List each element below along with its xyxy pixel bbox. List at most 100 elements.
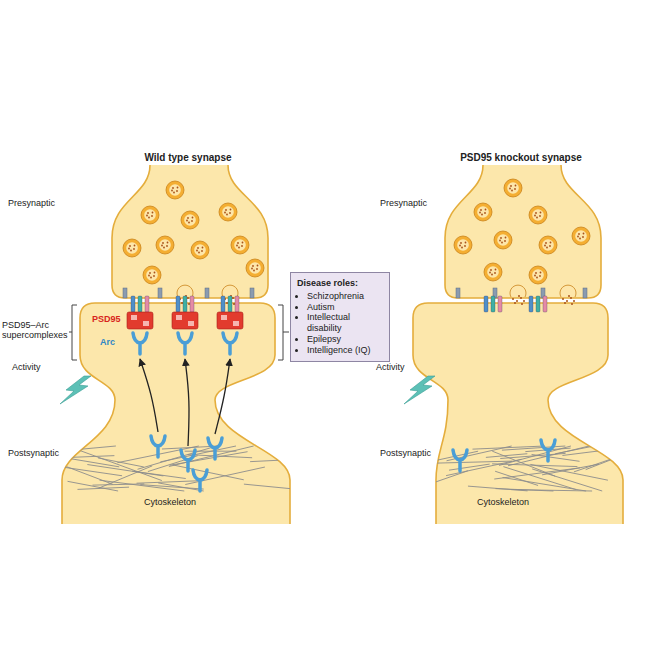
neurotransmitter-dot (186, 220, 188, 222)
bracket-label: PSD95–Arc supercomplexes (2, 320, 69, 341)
wild-type-synapse (45, 165, 314, 524)
neurotransmitter-dot (549, 245, 551, 247)
box-heading: Disease roles: (297, 278, 383, 289)
panel-title: PSD95 knockout synapse (441, 152, 601, 164)
arc-protein (208, 438, 222, 459)
vesicle-lumen (532, 269, 544, 281)
actin-filament (468, 486, 528, 491)
neurotransmitter-dot (253, 270, 255, 272)
vesicle-lumen (184, 214, 196, 226)
trafficking-arrow (185, 359, 189, 446)
panel-title: Wild type synapse (108, 152, 268, 164)
released-transmitter (187, 297, 189, 299)
actin-filament (68, 481, 119, 491)
neurotransmitter-dot (162, 242, 164, 244)
actin-filament (495, 471, 538, 485)
neurotransmitter-dot (514, 188, 516, 190)
psd95-block (172, 312, 198, 329)
receptor-cluster (131, 296, 149, 312)
neurotransmitter-dot (172, 187, 174, 189)
trafficking-arrow (215, 359, 230, 434)
vesicle-lumen (194, 244, 206, 256)
actin-filament (425, 451, 479, 463)
receptor (145, 296, 149, 312)
released-transmitter (573, 300, 575, 302)
synaptic-vesicle (494, 231, 512, 249)
neurotransmitter-dot (241, 245, 243, 247)
neurotransmitter-dot (202, 247, 204, 249)
actin-filament (562, 448, 622, 456)
receptor (536, 296, 540, 312)
neurotransmitter-dot (583, 233, 585, 235)
receptor (131, 296, 135, 312)
neurotransmitter-dot (582, 236, 584, 238)
neurotransmitter-dot (151, 215, 153, 217)
arc-protein (133, 333, 147, 354)
actin-filament (486, 454, 527, 458)
vesicle-lumen (234, 239, 246, 251)
receptor (138, 296, 142, 312)
actin-filament (67, 467, 113, 485)
neurotransmitter-dot (226, 214, 228, 216)
vesicle-membrane (143, 266, 161, 284)
presynaptic-protein (158, 288, 162, 298)
psd95-domain (176, 315, 182, 320)
arc-proteins (133, 333, 237, 491)
vesicle-membrane (539, 236, 557, 254)
neurotransmitter-dot (257, 265, 259, 267)
neurotransmitter-dot (504, 240, 506, 242)
released-transmitter (181, 302, 183, 304)
vesicle-lumen (159, 239, 171, 251)
protein-label: Arc (100, 337, 115, 347)
actin-filament (500, 453, 565, 458)
psd95-scaffold (217, 312, 243, 329)
actin-filament (158, 483, 204, 491)
released-transmitter (562, 298, 564, 300)
region-label: Presynaptic (380, 198, 427, 208)
neurotransmitter-dot (461, 247, 463, 249)
synaptic-vesicle (504, 179, 522, 197)
neurotransmitter-dot (154, 272, 156, 274)
receptor-groups (484, 296, 547, 312)
vesicle-lumen (222, 206, 234, 218)
neurotransmitter-dot (191, 220, 193, 222)
released-transmitter (564, 302, 566, 304)
bullet-item: Intelligence (IQ) (307, 345, 383, 356)
presynaptic-protein (583, 288, 587, 298)
fusion-pore (560, 285, 576, 297)
neurotransmitter-dot (130, 250, 132, 252)
neurotransmitter-dot (147, 212, 149, 214)
stimulus-label: Activity (12, 362, 41, 372)
receptor (221, 296, 225, 312)
neurotransmitter-dot (224, 212, 226, 214)
vesicle-membrane (166, 181, 184, 199)
psd95-block (217, 312, 243, 329)
neurotransmitter-dot (129, 245, 131, 247)
vesicle-membrane (191, 241, 209, 259)
trafficking-arrow (140, 359, 158, 432)
neurotransmitter-dot (171, 190, 173, 192)
arc-protein (151, 436, 165, 457)
vesicle-membrane (484, 263, 502, 281)
released-transmitter (518, 295, 520, 297)
fusion-pore (510, 285, 526, 297)
neurotransmitter-dot (177, 187, 179, 189)
vesicle-lumen (507, 182, 519, 194)
receptor (228, 296, 232, 312)
bullet-item: Schizophrenia (307, 291, 383, 302)
vesicle-membrane (181, 211, 199, 229)
synaptic-vesicle (484, 263, 502, 281)
synaptic-vesicle (246, 259, 264, 277)
neurotransmitter-dot (539, 215, 541, 217)
neurotransmitter-dot (540, 212, 542, 214)
actin-filament (50, 465, 122, 475)
presynaptic-protein (205, 288, 209, 298)
receptor-cluster (529, 296, 547, 312)
psd95-domain (131, 315, 137, 320)
arc-protein (453, 450, 467, 471)
synaptic-vesicle (572, 227, 590, 245)
vesicle-membrane (494, 231, 512, 249)
presynaptic-membrane (112, 165, 268, 298)
neurotransmitter-dot (539, 275, 541, 277)
